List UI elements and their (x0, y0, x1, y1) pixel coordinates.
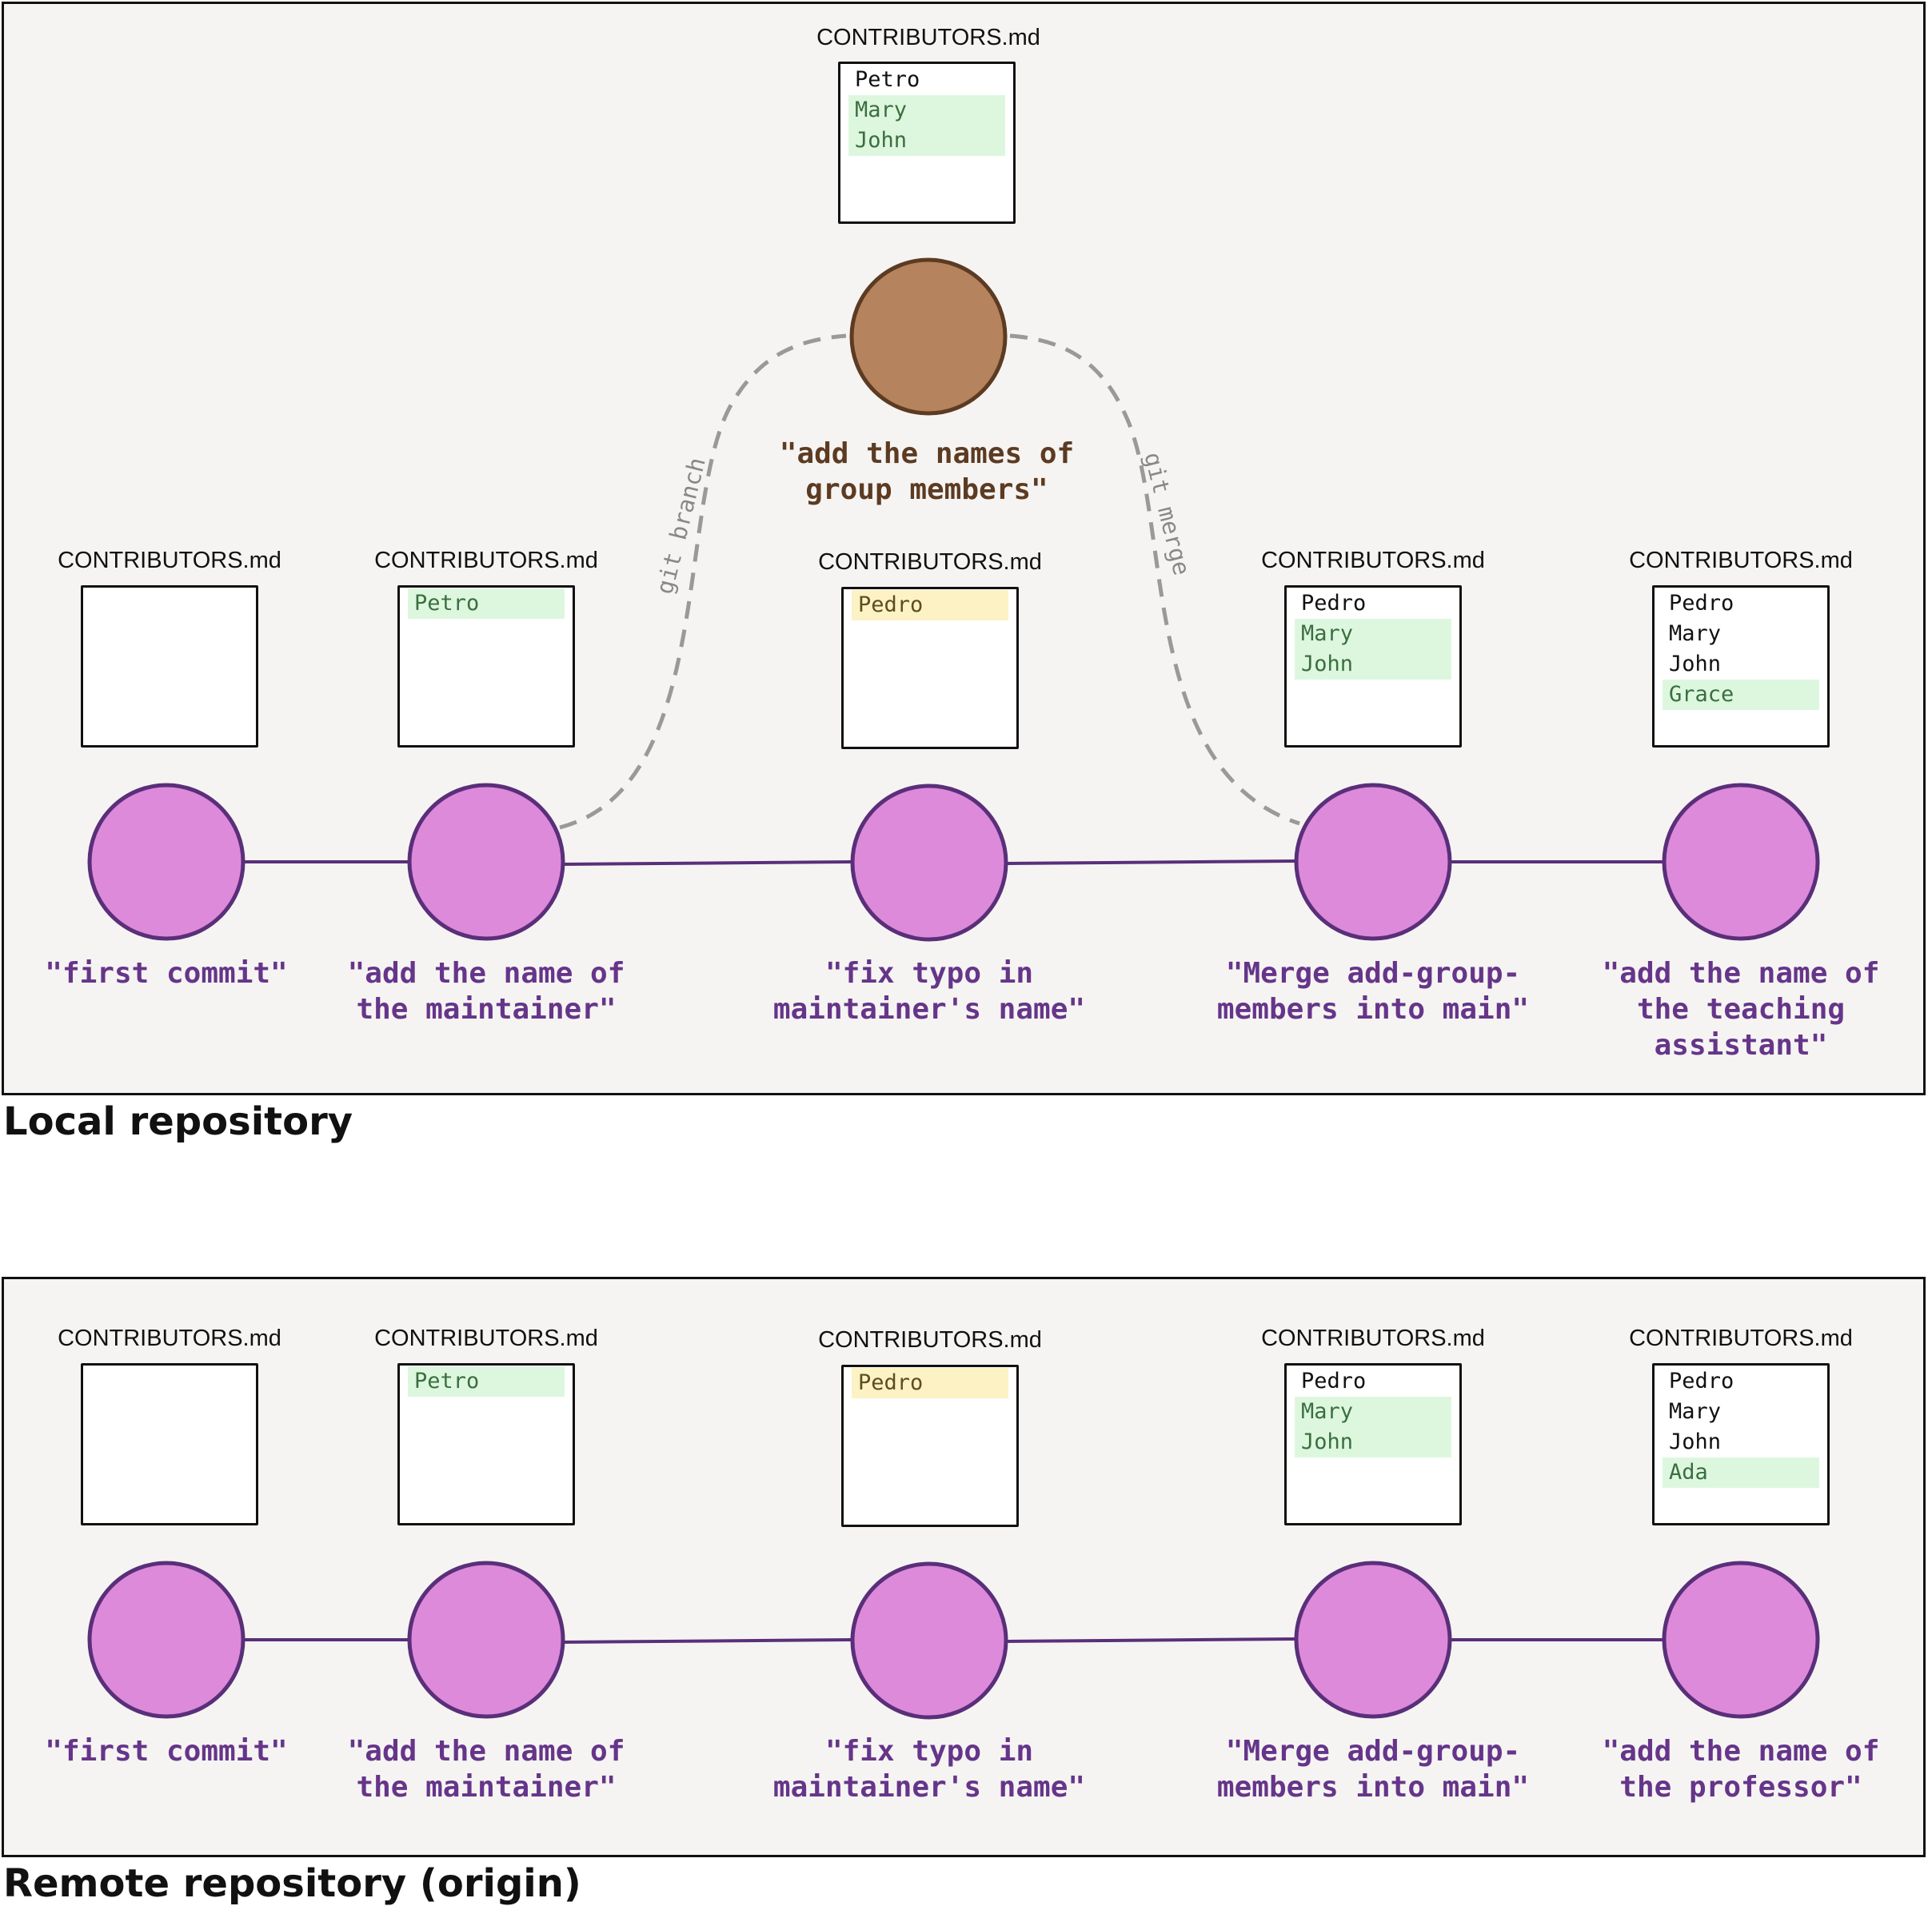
remote-graph (87, 1561, 1820, 1720)
file-contents-box: Pedro Mary John Ada (1652, 1363, 1830, 1525)
file-line: John (1669, 652, 1722, 676)
local-repository-label: Local repository (3, 1099, 353, 1144)
file-contents-box: Pedro (841, 587, 1019, 749)
file-line-added: Mary (1295, 1397, 1451, 1427)
file-name: CONTRIBUTORS.md (1629, 1326, 1853, 1351)
file-line-added: Petro (408, 588, 565, 619)
file-line: Pedro (1669, 591, 1734, 616)
commit-node[interactable] (1294, 1561, 1452, 1719)
file-line-added: Mary (848, 95, 1005, 126)
file-name: CONTRIBUTORS.md (58, 1326, 281, 1351)
commit-message: "add the names of group members" (779, 437, 1075, 506)
file-contents-box: Pedro Mary John Grace (1652, 585, 1830, 748)
file-name: CONTRIBUTORS.md (818, 1327, 1042, 1353)
history-line (563, 1638, 852, 1644)
commit-message: "fix typo in maintainer's name" (772, 1735, 1086, 1804)
commit-message: "fix typo in maintainer's name" (772, 957, 1086, 1026)
file-line: Pedro (1301, 1369, 1367, 1394)
commit-message: "Merge add-group- members into main" (1216, 1735, 1530, 1804)
file-name: CONTRIBUTORS.md (374, 548, 598, 573)
file-name: CONTRIBUTORS.md (816, 25, 1040, 50)
file-contents-box (81, 585, 258, 748)
remote-repository-panel: CONTRIBUTORS.md "first commit" CONTRIBUT… (2, 1277, 1926, 1857)
commit-node[interactable] (1662, 783, 1820, 941)
file-name: CONTRIBUTORS.md (1261, 1326, 1485, 1351)
file-name: CONTRIBUTORS.md (374, 1326, 598, 1351)
file-contents-box: Petro Mary John (838, 62, 1016, 224)
file-line-added: John (848, 126, 1005, 156)
commit-message: "add the name of the maintainer" (347, 1735, 625, 1804)
file-contents-box: Petro (397, 585, 575, 748)
commit-message: "add the name of the professor" (1602, 1735, 1880, 1804)
file-line-added: John (1295, 1427, 1451, 1457)
commit-node[interactable] (407, 1561, 565, 1719)
git-merge-dashed-line (1009, 333, 1300, 826)
commit-message: "first commit" (45, 957, 288, 990)
file-line: Pedro (1669, 1369, 1734, 1394)
commit-node[interactable] (1294, 783, 1452, 941)
file-line-added: Ada (1663, 1457, 1819, 1488)
remote-repository-label: Remote repository (origin) (3, 1861, 581, 1906)
file-line-modified: Pedro (852, 590, 1008, 620)
commit-node[interactable] (1662, 1561, 1820, 1719)
file-contents-box: Pedro (841, 1365, 1019, 1527)
file-contents-box (81, 1363, 258, 1525)
git-branch-dashed-line (559, 333, 847, 830)
commit-message: "first commit" (45, 1735, 288, 1768)
file-line-added: Petro (408, 1366, 565, 1397)
file-name: CONTRIBUTORS.md (1261, 548, 1485, 573)
file-line-added: John (1295, 649, 1451, 680)
history-line (1007, 1637, 1296, 1643)
commit-node[interactable] (407, 783, 565, 941)
commit-message: "add the name of the teaching assistant" (1602, 957, 1880, 1062)
file-line: Mary (1669, 1399, 1722, 1424)
file-contents-box: Petro (397, 1363, 575, 1525)
commit-node[interactable] (87, 783, 245, 941)
file-line-added: Grace (1663, 680, 1819, 710)
file-contents-box: Pedro Mary John (1284, 585, 1462, 748)
file-name: CONTRIBUTORS.md (58, 548, 281, 573)
branch-commit-node[interactable] (849, 257, 1008, 416)
file-line: Pedro (1301, 591, 1367, 616)
file-contents-box: Pedro Mary John (1284, 1363, 1462, 1525)
commit-message: "add the name of the maintainer" (347, 957, 625, 1026)
history-line (1007, 859, 1296, 865)
commit-message: "Merge add-group- members into main" (1216, 957, 1530, 1026)
file-line: Mary (1669, 621, 1722, 646)
git-merge-label: git merge (1139, 449, 1196, 578)
local-repository-panel: git branch git merge CONTRIBUTORS.md Pet… (2, 2, 1926, 1095)
local-graph: git branch git merge (87, 257, 1820, 942)
history-line (563, 860, 852, 866)
file-line: John (1669, 1430, 1722, 1454)
commit-node[interactable] (850, 1561, 1008, 1720)
file-name: CONTRIBUTORS.md (818, 549, 1042, 575)
commit-node[interactable] (87, 1561, 245, 1719)
commit-node[interactable] (850, 784, 1008, 942)
file-line-modified: Pedro (852, 1368, 1008, 1398)
file-name: CONTRIBUTORS.md (1629, 548, 1853, 573)
file-line-added: Mary (1295, 619, 1451, 649)
file-line: Petro (855, 67, 920, 92)
